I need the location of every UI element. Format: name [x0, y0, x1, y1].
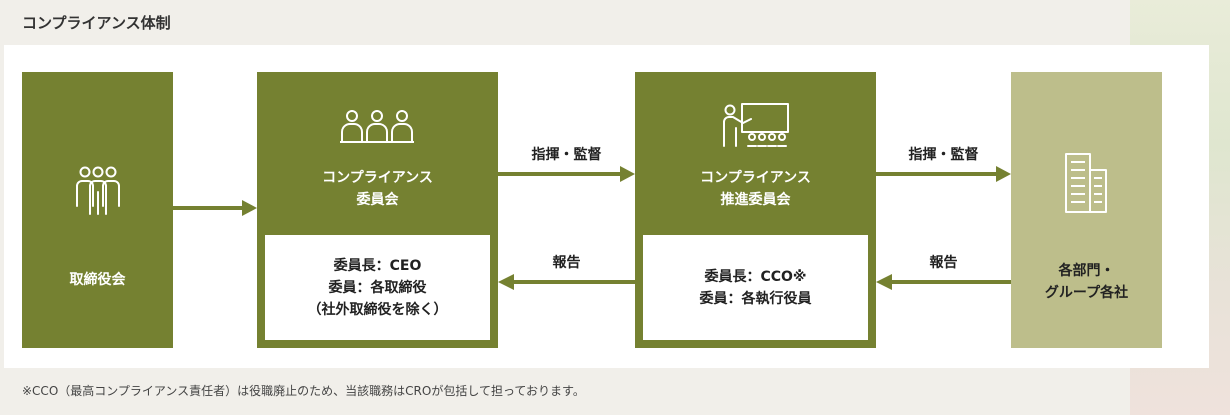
committee-label: コンプライアンス 委員会 [322, 170, 433, 208]
promotion-committee-box: コンプライアンス 推進委員会 委員長：CCO※ 委員：各執行役員 [635, 72, 876, 348]
committee-box: コンプライアンス 委員会 委員長：CEO 委員：各取締役 （社外取締役を除く） [257, 72, 498, 348]
departments-label: 各部門・ グループ各社 [1044, 263, 1129, 301]
footnote: ※CCO（最高コンプライアンス責任者）は役職廃止のため、当該職務はCROが包括し… [22, 384, 585, 398]
command-label-1: 指揮・監督 [531, 147, 602, 163]
command-label-2: 指揮・監督 [908, 147, 979, 163]
board-label: 取締役会 [69, 272, 126, 288]
promotion-committee-label: コンプライアンス 推進委員会 [700, 170, 811, 208]
arrow-command-1 [498, 166, 635, 182]
arrows-layer [173, 166, 1011, 290]
committee-people-icon [340, 110, 414, 143]
page-title: コンプライアンス体制 [22, 14, 171, 32]
arrow-report-1 [498, 274, 635, 290]
people-group-icon [76, 166, 120, 215]
building-icon [1065, 153, 1107, 213]
report-label-1: 報告 [552, 255, 581, 271]
diagram-panel: 取締役会 コンプライアンス 委員会 委員長：CEO 委員：各取締役 （社外取締役… [4, 45, 1209, 368]
promotion-committee-detail: 委員長：CCO※ 委員：各執行役員 [643, 235, 868, 340]
board-box: 取締役会 [22, 72, 173, 348]
departments-box: 各部門・ グループ各社 [1011, 72, 1162, 348]
arrow-board-to-committee [173, 200, 257, 216]
presentation-icon [723, 103, 789, 147]
arrow-report-2 [876, 274, 1011, 290]
report-label-2: 報告 [929, 255, 958, 271]
arrow-command-2 [876, 166, 1011, 182]
committee-detail: 委員長：CEO 委員：各取締役 （社外取締役を除く） [265, 235, 490, 340]
